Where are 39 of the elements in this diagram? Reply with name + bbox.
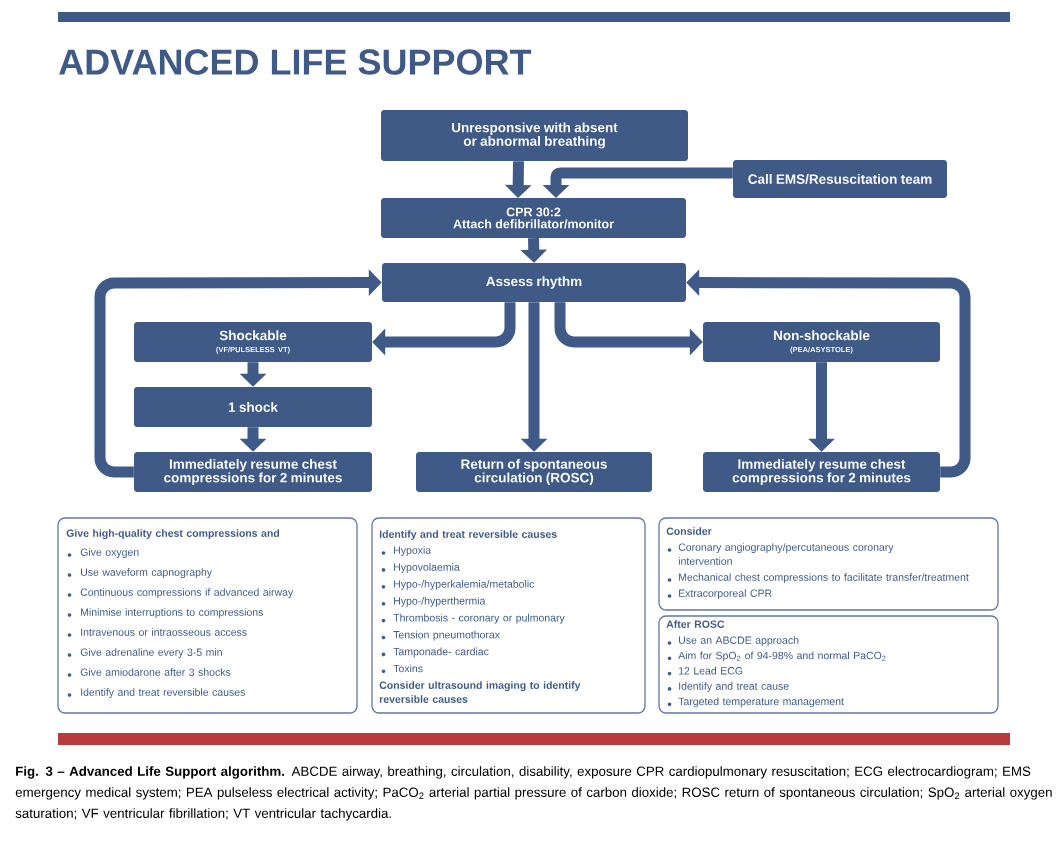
bullet-item: Use waveform capnography bbox=[67, 568, 213, 578]
bullet-item: 12 Lead ECG bbox=[667, 666, 743, 676]
bullet-item: Targeted temperature management bbox=[667, 697, 844, 708]
process-box: Unresponsive with absent or abnormal breathing bbox=[381, 110, 688, 161]
bullet-item: Extracorporeal CPR bbox=[667, 589, 772, 599]
bullet-item: Toxins bbox=[381, 664, 423, 674]
title: ADVANCED LIFE SUPPORT bbox=[59, 49, 532, 75]
bullet-item: Tension pneumothorax bbox=[381, 630, 500, 641]
bullet-item: Continuous compressions if advanced airway bbox=[67, 588, 294, 598]
bullet-item: Mechanical chest compressions to facilitate transfer/treatment bbox=[667, 573, 969, 583]
bullet-item: Give oxygen bbox=[67, 548, 139, 558]
bullet-item: Give amiodarone after 3 shocks bbox=[67, 668, 231, 677]
bullet-item: Coronary angiography/percutaneous coronary intervention bbox=[667, 543, 894, 565]
panel-heading: Give high-quality chest compressions and bbox=[66, 529, 280, 540]
info-panel bbox=[658, 615, 999, 714]
arrow bbox=[94, 269, 382, 478]
bullet-item: Tamponade- cardiac bbox=[381, 647, 489, 658]
bullet-item: Give adrenaline every 3-5 min bbox=[67, 648, 222, 658]
bullet-item: Hypo-/hyperkalemia/metabolic bbox=[381, 580, 535, 590]
bullet-item: Aim for SpO$_{2}$ of 94-98% and normal PaCO$_{2}$ bbox=[667, 651, 886, 662]
bullet-item: Use an ABCDE approach bbox=[667, 636, 799, 646]
panel-heading: After ROSC bbox=[666, 620, 725, 628]
arrow bbox=[372, 302, 516, 356]
bullet-item: Hypovolaemia bbox=[381, 563, 460, 573]
panel-heading: Consider bbox=[666, 527, 712, 535]
bullet-item: Hypo-/hyperthermia bbox=[381, 596, 486, 607]
bullet-item: Identify and treat cause bbox=[667, 682, 789, 692]
bullet-item: Intravenous or intraosseous access bbox=[67, 628, 247, 637]
caption: Fig. 3 – Advanced Life Support algorithm. ABCDE airway, breathing, circulation, disability, exposure CPR cardiopulmonary resuscitation; ECG electrocardiogram; EMS emergency medical system; PEA pulseless electrical activity; PaCO$_{2}$ arterial partial pressure of carbon dioxide; ROSC return of spontaneous circulation; SpO$_{2}$ arterial oxygen saturation; VF ventricular fibrillation; VT ventricular tachycardia. bbox=[15, 766, 1052, 821]
bullet-item: Minimise interruptions to compressions bbox=[67, 608, 263, 618]
process-box: Call EMS/Resuscitation team bbox=[733, 160, 947, 198]
bullet-item: Hypoxia bbox=[381, 546, 432, 556]
bullet-item: Identify and treat reversible causes bbox=[67, 688, 245, 698]
bullet-item: Thrombosis - coronary or pulmonary bbox=[381, 613, 565, 624]
panel-heading: Consider ultrasound imaging to identify reversible causes bbox=[379, 681, 581, 703]
info-panel bbox=[57, 517, 358, 714]
info-panel bbox=[658, 517, 999, 611]
info-panel bbox=[371, 517, 646, 714]
panel-heading: Identify and treat reversible causes bbox=[379, 530, 557, 540]
